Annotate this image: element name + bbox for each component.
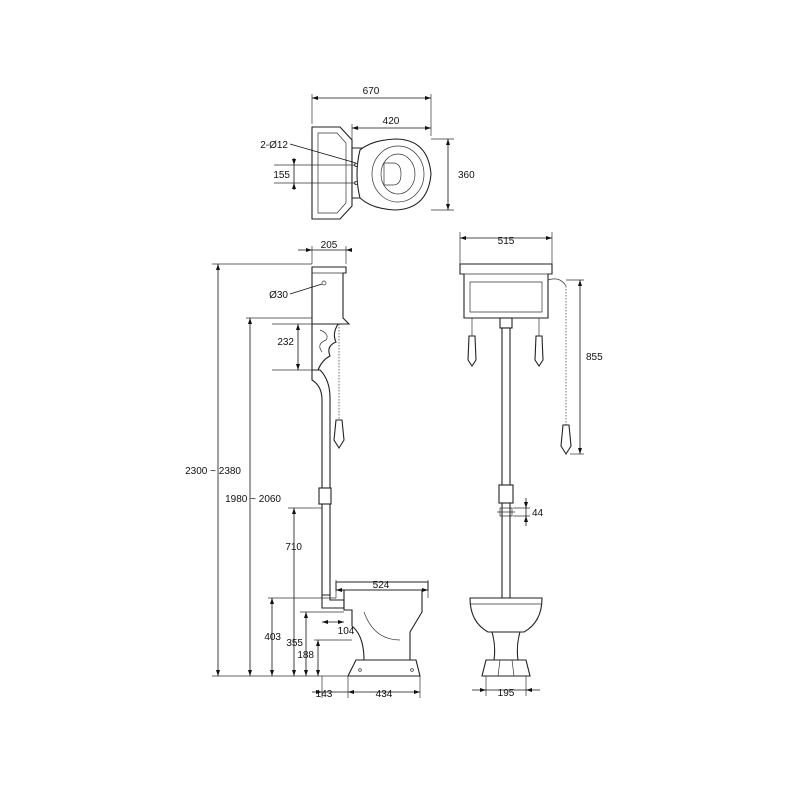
dim-top-hole: 2-Ø12: [260, 140, 288, 151]
dim-cistern-bottom-height: 1980 ~ 2060: [225, 494, 281, 505]
dimension-labels: 670 420 2-Ø12 155 360 205 Ø30 232 2300 ~…: [185, 86, 603, 700]
dim-cistern-width: 515: [498, 236, 515, 247]
dim-base-width: 195: [498, 688, 515, 699]
dim-top-depth: 360: [458, 170, 475, 181]
front-view: [459, 263, 572, 677]
dim-pipe-height: 710: [285, 542, 302, 553]
dim-inlet-diameter: Ø30: [269, 290, 288, 301]
dim-pan-length: 524: [373, 580, 390, 591]
dim-cistern-depth: 205: [321, 240, 338, 251]
dim-outlet-height: 355: [286, 638, 303, 649]
dim-joint-height: 44: [532, 508, 544, 519]
dimension-lines: [212, 94, 584, 698]
side-view: [311, 266, 429, 677]
dim-top-bowl-width: 420: [383, 116, 400, 127]
dim-base-length: 434: [376, 689, 393, 700]
dim-top-width: 670: [363, 86, 380, 97]
plan-view: [311, 126, 432, 220]
dim-outlet-low: 188: [297, 650, 314, 661]
dim-wall-offset: 143: [316, 689, 333, 700]
dim-chain-length: 855: [586, 352, 603, 363]
dim-seat-height: 403: [264, 632, 281, 643]
dim-outlet-projection: 104: [338, 626, 355, 637]
dim-bracket-height: 232: [277, 337, 294, 348]
dim-top-offset: 155: [273, 170, 290, 181]
dim-total-height: 2300 ~ 2380: [185, 466, 241, 477]
